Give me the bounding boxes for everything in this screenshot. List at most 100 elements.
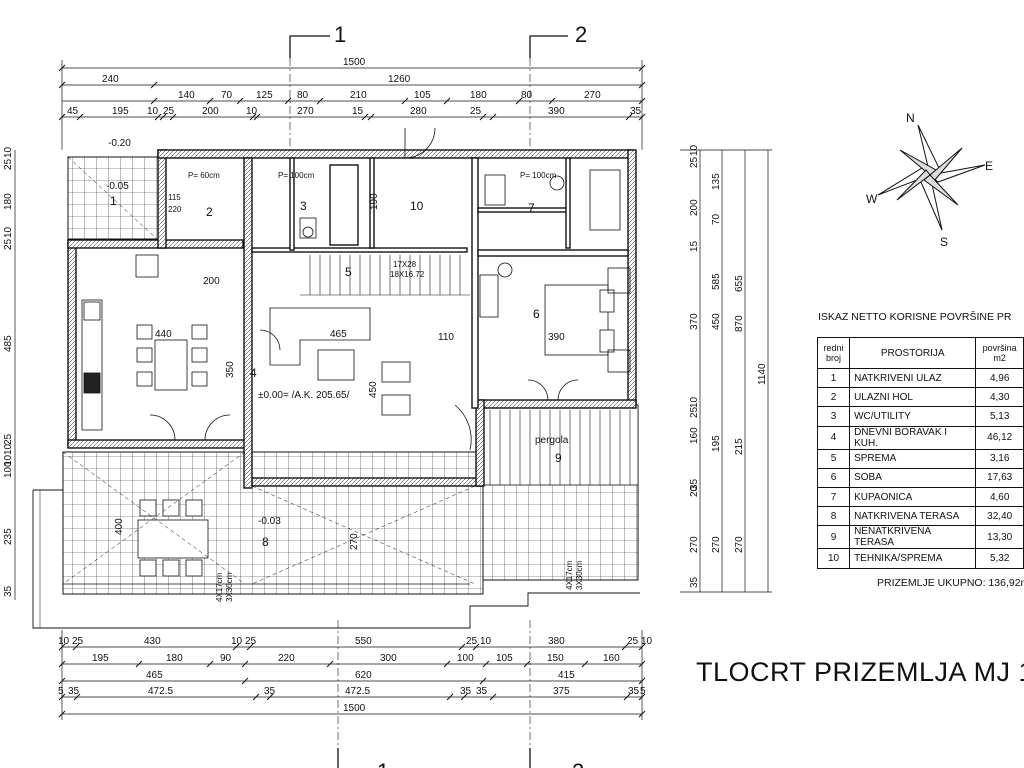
row-area: 13,30 — [975, 525, 1024, 550]
section-label-1-bottom: 1 — [377, 759, 389, 768]
row-no: 5 — [816, 448, 851, 469]
dim-bot-10b: 10 — [231, 636, 243, 647]
area-table-header: redni broj PROSTORIJA površina m2 — [816, 337, 1024, 369]
row-area: 4,96 — [975, 367, 1024, 389]
dim-right-655: 655 — [734, 275, 745, 292]
dim-top-70: 70 — [221, 90, 233, 101]
stair-right-2: 3X30cm — [575, 560, 584, 590]
dim-top-125: 125 — [256, 90, 273, 101]
dim-bot-25: 25 — [72, 636, 84, 647]
dim-bot-10c: 10 — [480, 636, 492, 647]
dim-bot-100: 100 — [457, 653, 474, 664]
row-area: 3,16 — [975, 448, 1024, 469]
dim-bot-220: 220 — [278, 653, 295, 664]
room-label-5: 5 — [345, 265, 352, 279]
row-no: 8 — [816, 506, 851, 527]
room-label-6: 6 — [533, 307, 540, 321]
row-name: WC/UTILITY — [849, 406, 977, 427]
dim-top-280: 280 — [410, 106, 427, 117]
row-no: 3 — [816, 406, 851, 427]
header-no: redni broj — [816, 337, 851, 369]
dim-top-180: 180 — [470, 90, 487, 101]
top-dimension-lines — [61, 60, 643, 150]
dim-left-485: 485 — [3, 335, 14, 352]
dim-465: 465 — [330, 329, 347, 340]
row-area: 17,63 — [975, 467, 1024, 488]
dim-top-270b: 270 — [297, 106, 314, 117]
section-line-dashes — [289, 58, 531, 748]
dim-bot-620: 620 — [355, 670, 372, 681]
dim-bot-160: 160 — [603, 653, 620, 664]
row-no: 1 — [816, 367, 851, 389]
level-zero-label: ±0.00= /A.K. 205.65/ — [258, 390, 350, 401]
walls — [67, 149, 637, 489]
row-name: KUPAONICA — [849, 486, 977, 508]
left-dimension-text: 25 10 180 25 10 485 10 25 100 10 235 35 — [3, 146, 14, 597]
dim-bot-472-5a: 472.5 — [148, 686, 173, 697]
row-no: 9 — [816, 525, 851, 550]
dim-right-195: 195 — [711, 435, 722, 452]
dim-left-35: 35 — [3, 585, 14, 597]
dim-110: 110 — [438, 332, 454, 343]
dim-right-270c: 270 — [734, 536, 745, 553]
dim-bot-1500: 1500 — [343, 703, 366, 714]
dim-bot-25c: 25 — [466, 636, 478, 647]
dim-bot-90: 90 — [220, 653, 232, 664]
dim-right-370: 370 — [689, 313, 700, 330]
row-area: 4,30 — [975, 387, 1024, 408]
area-table-title: ISKAZ NETTO KORISNE POVRŠINE PR — [818, 311, 1012, 323]
row-name: NATKRIVENI ULAZ — [849, 367, 977, 389]
row-no: 6 — [816, 467, 851, 488]
row-no: 7 — [816, 486, 851, 508]
dim-bot-5b: 5 — [640, 686, 646, 697]
p60-label-a: P= 60cm — [188, 171, 220, 180]
dim-bot-150: 150 — [547, 653, 564, 664]
section-label-2-bottom: 2 — [572, 759, 584, 768]
dim-top-10: 10 — [147, 106, 159, 117]
room-label-10: 10 — [410, 199, 424, 213]
compass-n: N — [906, 111, 915, 125]
dim-right-15: 15 — [689, 240, 700, 252]
room-label-8: 8 — [262, 535, 269, 549]
compass-e: E — [985, 159, 993, 173]
dim-left-10b: 10 — [3, 226, 14, 238]
dim-bot-195: 195 — [92, 653, 109, 664]
dim-bot-10d: 10 — [641, 636, 653, 647]
header-name: PROSTORIJA — [849, 337, 977, 369]
dim-top-45: 45 — [67, 106, 79, 117]
dim-bot-25b: 25 — [245, 636, 257, 647]
dim-bot-35e: 35 — [628, 686, 640, 697]
dim-right-870: 870 — [734, 315, 745, 332]
furniture — [62, 127, 631, 585]
top-dimension-ticks — [58, 64, 646, 121]
row-name: NENATKRIVENA TERASA — [849, 525, 977, 550]
dim-390: 390 — [548, 332, 565, 343]
dim-top-240: 240 — [102, 74, 119, 85]
room-label-4: 4 — [250, 366, 257, 380]
row-no: 10 — [816, 548, 851, 569]
bottom-dimension-ticks — [58, 643, 646, 718]
row-name: TEHNIKA/SPREMA — [849, 548, 977, 569]
dim-top-210: 210 — [350, 90, 367, 101]
dim-bot-5: 5 — [58, 686, 64, 697]
row-area: 32,40 — [975, 506, 1024, 527]
dim-top-25: 25 — [163, 106, 175, 117]
dim-right-20: 20 — [689, 485, 700, 497]
section-marker-2-top — [529, 35, 568, 58]
dim-left-25: 25 — [3, 158, 14, 170]
bottom-dimension-lines — [61, 630, 643, 720]
dim-top-10b: 10 — [246, 106, 258, 117]
dim-bot-380: 380 — [548, 636, 565, 647]
dim-bot-550: 550 — [355, 636, 372, 647]
dim-top-200: 200 — [202, 106, 219, 117]
dim-right-35b: 35 — [689, 576, 700, 588]
dim-right-25: 25 — [689, 156, 700, 168]
